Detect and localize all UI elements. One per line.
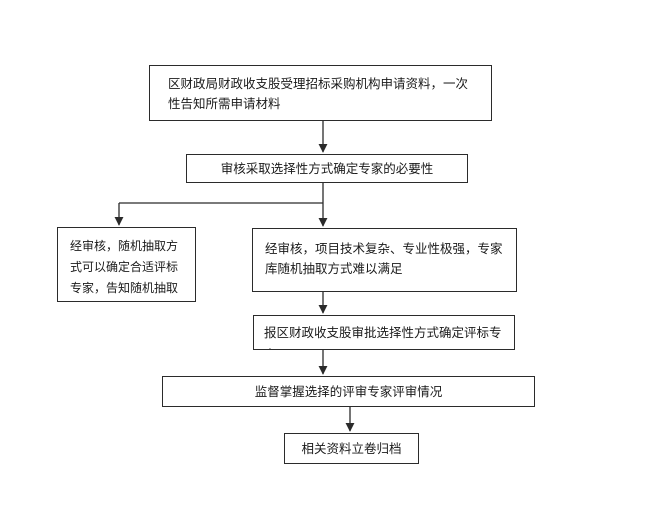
step5-text: 相关资料立卷归档 (301, 441, 402, 456)
step3-approval-box: 报区财政收支股审批选择性方式确定评标专家 (253, 315, 515, 350)
step1-intake-box: 区财政局财政收支股受理招标采购机构申请资料，一次性告知所需申请材料 (149, 65, 492, 121)
step4-supervision-box: 监督掌握选择的评审专家评审情况 (162, 376, 535, 407)
step3-text: 报区财政收支股审批选择性方式确定评标专家 (264, 325, 502, 349)
step2-text: 审核采取选择性方式确定专家的必要性 (220, 161, 434, 176)
step4-text: 监督掌握选择的评审专家评审情况 (254, 384, 443, 399)
step2-review-necessity-box: 审核采取选择性方式确定专家的必要性 (186, 154, 468, 183)
branch-left-random-box: 经审核，随机抽取方式可以确定合适评标专家，告知随机抽取 (57, 227, 196, 302)
branch-right-selective-box: 经审核，项目技术复杂、专业性极强，专家库随机抽取方式难以满足 (252, 228, 517, 292)
branch-right-text: 经审核，项目技术复杂、专业性极强，专家库随机抽取方式难以满足 (265, 241, 503, 276)
step1-text: 区财政局财政收支股受理招标采购机构申请资料，一次性告知所需申请材料 (168, 76, 469, 111)
branch-left-text: 经审核，随机抽取方式可以确定合适评标专家，告知随机抽取 (70, 239, 179, 295)
step5-archive-box: 相关资料立卷归档 (284, 433, 419, 464)
